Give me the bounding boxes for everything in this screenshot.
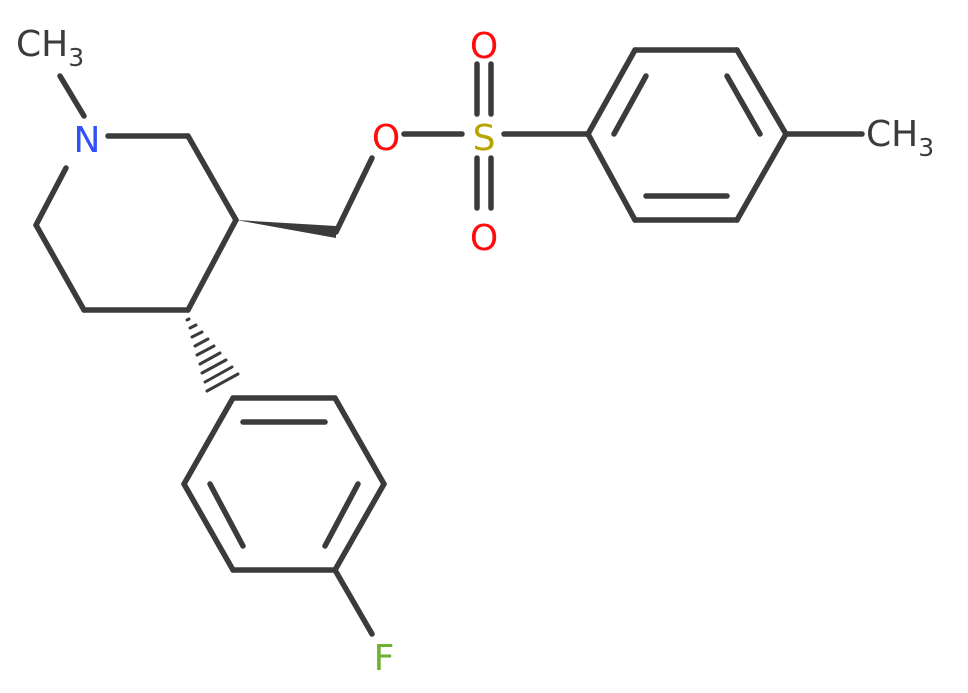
piperidine-ring: [33, 73, 239, 313]
sulfur-atom: S: [473, 118, 496, 159]
methyl-left-subscript: 3: [68, 43, 84, 72]
nitrogen-atom: N: [74, 120, 101, 161]
sulfonyl-oxygen-top: O: [470, 26, 498, 67]
hash-bond-c4-aryl: [185, 317, 240, 393]
methyl-group-left: CH3: [16, 24, 84, 72]
bond-c5-c6: [33, 222, 87, 313]
sulfonyl-double-bonds: [474, 61, 494, 211]
fluorophenyl-ring: [181, 395, 387, 637]
wedge-bond-c3-ch2: [236, 220, 336, 238]
methyl-group-right: CH3: [866, 114, 934, 162]
bond-c3-c4: [185, 217, 239, 313]
methyl-left-main: CH: [16, 24, 68, 65]
bond-aryl-f: [332, 567, 375, 637]
methyl-right-subscript: 3: [918, 133, 934, 162]
fluorine-atom: F: [374, 638, 395, 679]
methyl-right-main: CH: [866, 114, 918, 155]
bond-c2-c3: [185, 133, 239, 223]
bond-c6-n: [33, 165, 69, 228]
bond-ch2-o: [333, 155, 375, 235]
bond-n-methyl: [57, 73, 87, 119]
tolyl-ring: [585, 47, 865, 223]
ester-oxygen-atom: O: [372, 118, 400, 159]
sulfonyl-oxygen-bottom: O: [470, 218, 498, 259]
